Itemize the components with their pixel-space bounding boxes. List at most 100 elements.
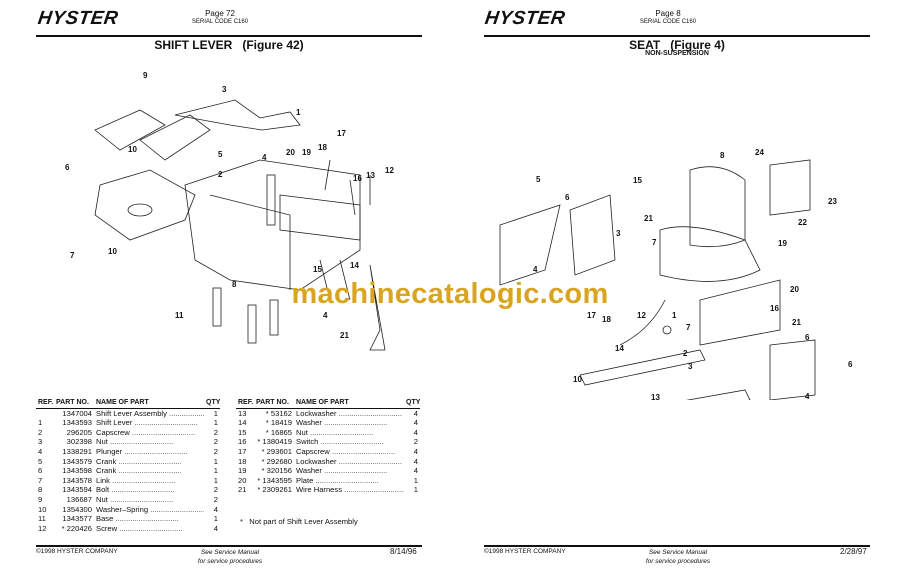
callout-number: 24 bbox=[755, 148, 764, 157]
dot-leader: .............................. bbox=[342, 485, 404, 495]
callout-number: 17 bbox=[587, 311, 596, 320]
dot-leader: .............................. bbox=[117, 523, 183, 533]
col-name: NAME OF PART bbox=[294, 398, 404, 409]
part-no: 1343598 bbox=[62, 466, 92, 476]
callout-number: 6 bbox=[565, 193, 570, 202]
col-qty: QTY. bbox=[404, 398, 420, 409]
callout-number: 18 bbox=[602, 315, 611, 324]
dot-leader: .............................. bbox=[107, 437, 174, 447]
not-in-assembly-marker: * bbox=[257, 475, 261, 485]
dot-leader: .............................. bbox=[116, 456, 182, 466]
part-name-cell: Capscrew .............................. bbox=[94, 428, 204, 438]
callout-number: 11 bbox=[175, 311, 184, 320]
qty-cell: 4 bbox=[413, 456, 418, 466]
part-name-cell: Crank .............................. bbox=[94, 466, 204, 476]
part-name-cell: Washer .............................. bbox=[294, 466, 404, 476]
callout-number: 7 bbox=[652, 238, 657, 247]
part-name-cell: Washer–Spring ..........................… bbox=[94, 505, 204, 515]
part-name: Screw bbox=[96, 523, 118, 533]
parts-table-left: REF. PART NO. NAME OF PART QTY. 1347004S… bbox=[36, 398, 220, 533]
callout-number: 20 bbox=[286, 148, 295, 157]
qty-cell: 2 bbox=[213, 446, 218, 456]
part-name: Plunger bbox=[96, 446, 123, 456]
callout-number: 4 bbox=[262, 153, 267, 162]
col-ref: REF. bbox=[36, 398, 54, 409]
part-no-cell: 302398 bbox=[54, 437, 94, 447]
callout-number: 16 bbox=[353, 174, 362, 183]
part-name: Washer bbox=[296, 466, 322, 476]
dot-leader: .............................. bbox=[329, 446, 396, 456]
callout-number: 10 bbox=[128, 145, 137, 154]
callout-number: 7 bbox=[70, 251, 75, 260]
part-no: 296205 bbox=[66, 427, 92, 437]
part-name: Wire Harness bbox=[296, 485, 342, 495]
callout-number: 2 bbox=[218, 170, 223, 179]
part-name-cell: Wire Harness ...........................… bbox=[294, 485, 404, 495]
callout-number: 12 bbox=[637, 311, 646, 320]
part-no-cell: 1343594 bbox=[54, 485, 94, 495]
not-in-assembly-marker: * bbox=[265, 427, 269, 437]
callout-number: 14 bbox=[350, 261, 359, 270]
footer-rule-right bbox=[484, 545, 870, 547]
callout-number: 6 bbox=[848, 360, 853, 369]
service-note-right: See Service Manual for service procedure… bbox=[628, 548, 728, 566]
not-in-assembly-marker: * bbox=[257, 437, 261, 447]
part-no-cell: * 220426 bbox=[54, 524, 94, 534]
part-no: 1343579 bbox=[62, 456, 92, 466]
page-info-right: Page 8 SERIAL CODE C160 bbox=[628, 9, 708, 25]
part-no-cell: * 16865 bbox=[254, 428, 294, 438]
ref-cell: 15 bbox=[238, 427, 247, 437]
table-header: REF. PART NO. NAME OF PART QTY. bbox=[236, 398, 420, 409]
part-no-cell: * 292680 bbox=[254, 457, 294, 467]
callout-number: 7 bbox=[686, 323, 691, 332]
part-no-cell: 1347004 bbox=[54, 408, 94, 418]
ref-cell: 10 bbox=[38, 504, 47, 514]
dot-leader: .............................. bbox=[336, 456, 402, 466]
callout-number: 23 bbox=[828, 197, 837, 206]
part-name-cell: Lockwasher .............................… bbox=[294, 408, 404, 418]
page-number-right: Page 8 bbox=[655, 9, 681, 18]
dot-leader: .............................. bbox=[129, 427, 196, 437]
figure-title-left: SHIFT LEVER (Figure 42) bbox=[154, 38, 304, 52]
dot-leader: .............................. bbox=[113, 514, 179, 524]
dot-leader: .............................. bbox=[109, 475, 176, 485]
part-name: Nut bbox=[96, 437, 108, 447]
not-in-assembly-marker: * bbox=[257, 485, 261, 495]
part-name: Capscrew bbox=[296, 446, 330, 456]
callout-number: 1 bbox=[672, 311, 677, 320]
callout-number: 9 bbox=[143, 71, 148, 80]
part-name-cell: Nut .............................. bbox=[94, 437, 204, 447]
callout-number: 10 bbox=[573, 375, 582, 384]
callout-number: 2 bbox=[683, 349, 688, 358]
callout-number: 18 bbox=[318, 143, 327, 152]
qty-cell: 2 bbox=[213, 485, 218, 495]
part-name-cell: Nut .............................. bbox=[94, 495, 204, 505]
part-name-cell: Screw .............................. bbox=[94, 524, 204, 534]
qty-cell: 4 bbox=[413, 408, 418, 418]
ref-cell: 3 bbox=[38, 437, 43, 447]
callout-number: 16 bbox=[770, 304, 779, 313]
callout-number: 21 bbox=[340, 331, 349, 340]
service-note-line2: for service procedures bbox=[645, 558, 711, 565]
callout-number: 14 bbox=[615, 344, 624, 353]
part-no-cell: 136687 bbox=[54, 495, 94, 505]
part-no-cell: 1343593 bbox=[54, 418, 94, 428]
footnote: * Not part of Shift Lever Assembly bbox=[240, 517, 358, 526]
part-no-cell: 1343579 bbox=[54, 457, 94, 467]
not-in-assembly-marker: * bbox=[261, 446, 265, 456]
part-name: Capscrew bbox=[96, 427, 130, 437]
qty-cell: 4 bbox=[213, 504, 218, 514]
part-no-cell: * 53162 bbox=[254, 408, 294, 418]
callout-number: 8 bbox=[232, 280, 237, 289]
part-name: Nut bbox=[96, 494, 108, 504]
part-name: Lockwasher bbox=[296, 408, 337, 418]
part-name-cell: Plunger .............................. bbox=[94, 447, 204, 457]
